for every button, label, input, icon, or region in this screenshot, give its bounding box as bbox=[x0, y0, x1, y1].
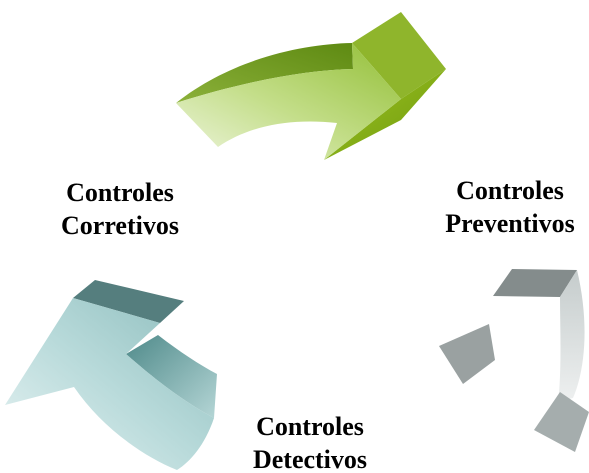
teal-arrow bbox=[5, 280, 217, 470]
green-arrow bbox=[176, 12, 446, 160]
label-controles-corretivos: Controles Corretivos bbox=[30, 176, 210, 242]
label-corretivos-line1: Controles bbox=[66, 178, 174, 207]
label-controles-preventivos: Controles Preventivos bbox=[420, 174, 589, 240]
label-controles-detectivos: Controles Detectivos bbox=[220, 410, 400, 473]
label-preventivos-line1: Controles bbox=[456, 176, 564, 205]
label-detectivos-line2: Detectivos bbox=[252, 445, 368, 473]
label-preventivos-line2: Preventivos bbox=[445, 209, 575, 238]
label-corretivos-line2: Corretivos bbox=[61, 211, 179, 240]
gray-arrow bbox=[439, 269, 589, 452]
label-detectivos-line1: Controles bbox=[256, 412, 364, 441]
